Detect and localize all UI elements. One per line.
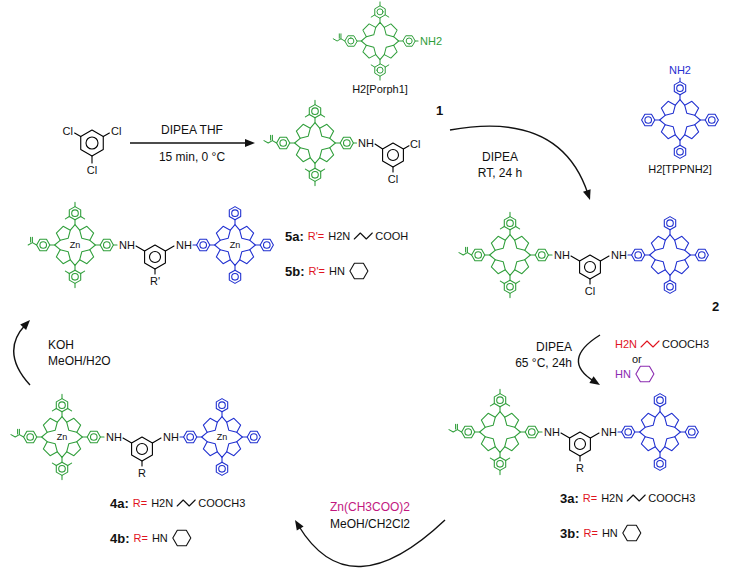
compound-number: 5a:: [285, 230, 304, 244]
compound-structure: NH NH R 3a: R= H2N COOCH3 3b: R= HN: [445, 385, 745, 570]
compound-number: 4a:: [110, 497, 129, 511]
atom-label: R: [138, 467, 146, 479]
condition-label: RT, 24 h: [478, 166, 522, 180]
atom-label: NH: [163, 431, 179, 443]
atom-label: NH2: [669, 64, 691, 76]
atom-label: H2N: [328, 230, 350, 242]
atom-label: HN: [152, 532, 168, 544]
substituent-label: R'=: [309, 265, 325, 277]
reactant-porphyrin: NH2H2[TPPNH2]: [620, 55, 745, 185]
condition-label: DIPEA: [482, 150, 518, 164]
reaction-arrow: [14, 325, 30, 385]
cyanuric-chloride: ClClCl: [55, 108, 130, 182]
condition-label: MeOH/CH2Cl2: [330, 517, 410, 531]
condition-label: KOH: [48, 338, 74, 352]
atom-label: NH: [176, 239, 192, 251]
piperidine-ring: [636, 366, 654, 382]
atom-label: NH: [119, 239, 135, 251]
atom-label: NH: [554, 249, 570, 261]
compound-number: 5b:: [285, 265, 305, 279]
compound-number: 3b:: [560, 527, 580, 541]
arrow-head: [589, 376, 600, 385]
compound-name: H2[Porph1]: [352, 83, 408, 95]
atom-label: NH: [544, 426, 560, 438]
compound-structure: NH NH Cl 2: [455, 200, 745, 335]
arrow-head: [583, 189, 591, 200]
compound-name: H2[TPPNH2]: [648, 163, 712, 175]
bond-line: [627, 495, 645, 501]
reagent-label: HN: [615, 368, 631, 380]
arrow-head: [245, 139, 255, 147]
arrow-head: [295, 520, 304, 531]
atom-label: NH: [611, 249, 627, 261]
compound-structure: Zn Zn NH NH R 4a: R= H2N COOCH3 4b: R= HN: [5, 385, 295, 570]
reaction-arrow: [450, 126, 588, 193]
atom-label: HN: [329, 265, 345, 277]
reactant-porphyrin: NH2H2[Porph1]: [325, 0, 450, 96]
condition-label: MeOH/H2O: [48, 354, 111, 368]
atom-label: COOCH3: [662, 338, 709, 350]
condition-label: DIPEA THF: [161, 123, 223, 137]
atom-label: COOCH3: [198, 497, 245, 509]
atom-label: NH: [601, 426, 617, 438]
reaction-arrow: [130, 142, 248, 143]
metal-label: Zn: [230, 240, 241, 250]
atom-label: COOH: [375, 230, 408, 242]
metal-label: Zn: [217, 432, 228, 442]
atom-label: NH2: [420, 35, 442, 47]
compound-number: 2: [712, 300, 719, 314]
atom-label: R': [150, 275, 160, 287]
substituent-label: R=: [583, 492, 597, 504]
condition-label: DIPEA: [536, 340, 572, 354]
substituent-label: H2N: [615, 338, 637, 350]
atom-label: or: [632, 353, 642, 365]
atom-label: Cl: [63, 125, 73, 137]
condition-label: 15 min, 0 °C: [159, 150, 225, 164]
compound-structure: NHClCl1: [255, 99, 450, 190]
metal-label: Zn: [70, 240, 81, 250]
condition-label: 65 °C, 24h: [515, 356, 572, 370]
substituent-label: R=: [134, 532, 148, 544]
atom-label: NH: [106, 431, 122, 443]
piperidine-ring: [173, 530, 191, 546]
atom-label: Cl: [111, 125, 121, 137]
metal-label: Zn: [57, 432, 68, 442]
atom-label: H2N: [151, 497, 173, 509]
bond-line: [177, 500, 195, 506]
atom-label: HN: [602, 527, 618, 539]
bond-line: [641, 341, 659, 347]
atom-label: Cl: [388, 173, 398, 185]
atom-label: Cl: [410, 138, 420, 150]
arrow-head: [20, 320, 30, 330]
atom-label: Cl: [585, 285, 595, 297]
atom-label: H2N: [601, 492, 623, 504]
atom-label: NH: [358, 137, 374, 149]
compound-number: 1: [436, 104, 443, 118]
substituent-label: R=: [584, 527, 598, 539]
compound-number: 4b:: [110, 532, 130, 546]
substituent-label: R'=: [308, 230, 324, 242]
reaction-arrow: [578, 335, 600, 381]
substituent-label: R=: [133, 497, 147, 509]
condition-label: Zn(CH3COO)2: [330, 500, 410, 514]
piperidine-ring: [350, 263, 368, 279]
compound-structure: Zn Zn NH NH R' 5a: R'= H2N COOH 5b: R'= HN: [20, 190, 445, 320]
atom-label: Cl: [87, 164, 97, 176]
atom-label: R: [576, 462, 584, 474]
piperidine-ring: [623, 525, 641, 541]
bond-line: [354, 233, 372, 239]
compound-number: 3a:: [560, 492, 579, 506]
atom-label: COOCH3: [648, 492, 695, 504]
